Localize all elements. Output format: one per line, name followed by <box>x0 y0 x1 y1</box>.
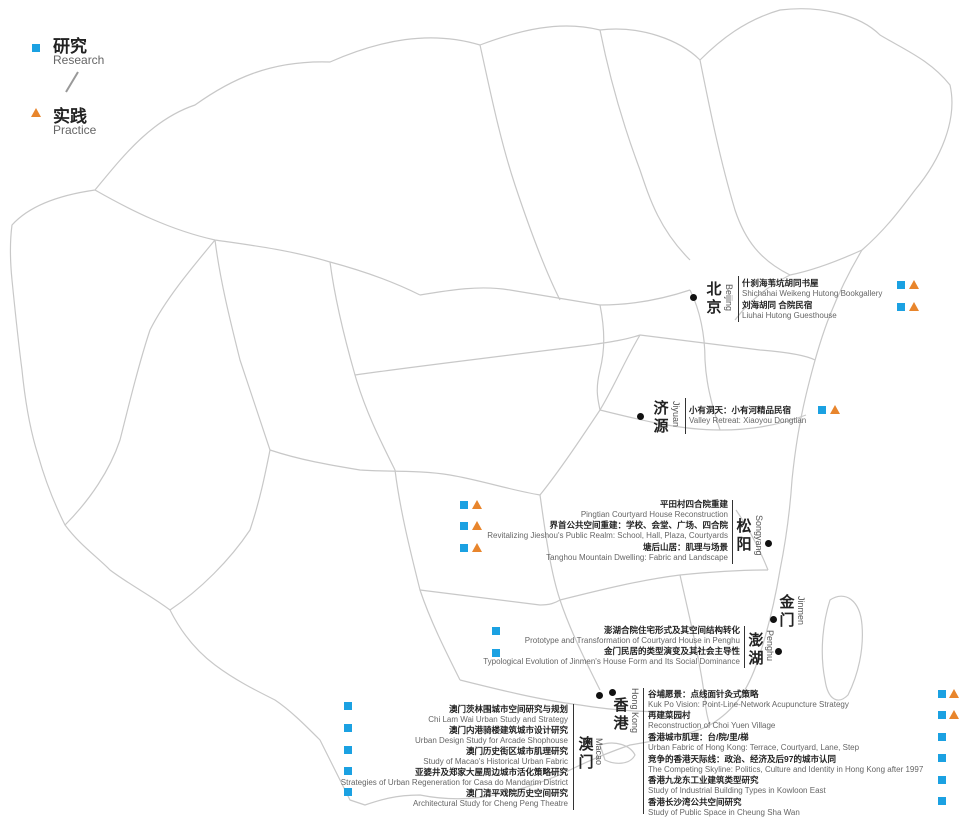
beijing-label-en: Beijing <box>724 284 734 312</box>
jiyuan-label-zh1: 济 <box>653 400 669 417</box>
practice-marker <box>472 521 482 530</box>
jiyuan-dot <box>637 413 644 420</box>
hongkong-divider <box>643 688 644 814</box>
research-marker <box>460 501 468 509</box>
research-marker <box>938 797 946 805</box>
research-marker <box>344 702 352 710</box>
research-marker <box>344 788 352 796</box>
jinmen-label-zh1: 金 <box>779 594 795 611</box>
research-marker <box>938 754 946 762</box>
research-legend-icon <box>32 44 40 52</box>
research-marker <box>818 406 826 414</box>
jiyuan-divider <box>685 398 686 434</box>
beijing-label-zh1: 北 <box>706 281 722 298</box>
macao-dot <box>596 692 603 699</box>
hongkong-label-en: Hong Kong <box>630 688 640 734</box>
jinmen-label-zh2: 门 <box>779 612 795 629</box>
hongkong-label-zh2: 港 <box>613 715 629 732</box>
research-marker <box>344 767 352 775</box>
research-marker <box>897 303 905 311</box>
research-marker <box>938 690 946 698</box>
beijing-divider <box>738 276 739 322</box>
research-marker <box>344 746 352 754</box>
practice-marker <box>472 500 482 509</box>
country-outline <box>9 8 953 806</box>
penghu-divider <box>744 626 745 668</box>
songyang-divider <box>732 500 733 564</box>
jiyuan-label-zh2: 源 <box>653 418 669 435</box>
research-marker <box>460 544 468 552</box>
research-marker <box>938 733 946 741</box>
jinmen-label-en: Jinmen <box>796 596 806 626</box>
taiwan-outline <box>821 595 863 701</box>
beijing-dot <box>690 294 697 301</box>
practice-marker <box>830 405 840 414</box>
research-marker <box>897 281 905 289</box>
jiyuan-label-en: Jiyuan <box>671 401 681 428</box>
practice-marker <box>909 302 919 311</box>
legend-practice-zh: 实践 <box>53 107 87 126</box>
songyang-label-zh1: 松 <box>736 518 752 535</box>
research-marker <box>938 711 946 719</box>
macao-divider <box>573 704 574 810</box>
songyang-label-en: Songyang <box>754 515 764 556</box>
research-marker <box>492 627 500 635</box>
legend-research-en: Research <box>53 53 105 67</box>
practice-marker <box>472 543 482 552</box>
legend-practice-en: Practice <box>53 123 97 137</box>
legend-divider <box>65 71 79 93</box>
penghu-label-en: Penghu <box>765 630 775 662</box>
hongkong-label-zh1: 香 <box>613 697 629 714</box>
penghu-label-zh1: 澎 <box>748 632 764 649</box>
practice-marker <box>909 280 919 289</box>
songyang-label-zh2: 阳 <box>736 536 752 553</box>
macao-label-zh1: 澳 <box>578 736 594 753</box>
jinmen-dot <box>770 616 777 623</box>
legend-research-zh: 研究 <box>53 37 87 56</box>
practice-marker <box>949 710 959 719</box>
beijing-label-zh2: 京 <box>706 299 722 316</box>
songyang-dot <box>765 540 772 547</box>
research-marker <box>492 649 500 657</box>
macao-label-en: Macao <box>594 738 604 766</box>
research-marker <box>344 724 352 732</box>
research-marker <box>938 776 946 784</box>
research-marker <box>460 522 468 530</box>
hongkong-dot <box>609 689 616 696</box>
practice-marker <box>949 689 959 698</box>
penghu-label-zh2: 湖 <box>748 650 764 667</box>
macao-label-zh2: 门 <box>578 754 594 771</box>
practice-legend-icon <box>31 108 41 117</box>
penghu-dot <box>775 648 782 655</box>
